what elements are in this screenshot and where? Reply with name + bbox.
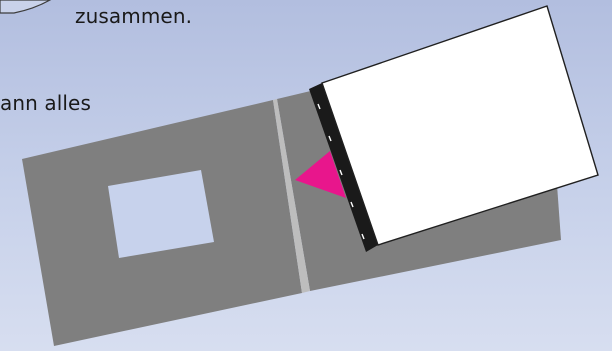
binding-strip <box>309 83 378 252</box>
triangle-arrow-icon <box>295 151 346 198</box>
speech-bubble-corner <box>0 0 52 14</box>
caption-top-fragment: zusammen. <box>75 4 193 28</box>
window-cutout <box>108 170 214 258</box>
caption-middle-fragment: ann alles <box>0 91 91 115</box>
fold-line <box>273 99 310 293</box>
binding-marks <box>317 103 365 240</box>
paper-sheet <box>321 5 599 246</box>
